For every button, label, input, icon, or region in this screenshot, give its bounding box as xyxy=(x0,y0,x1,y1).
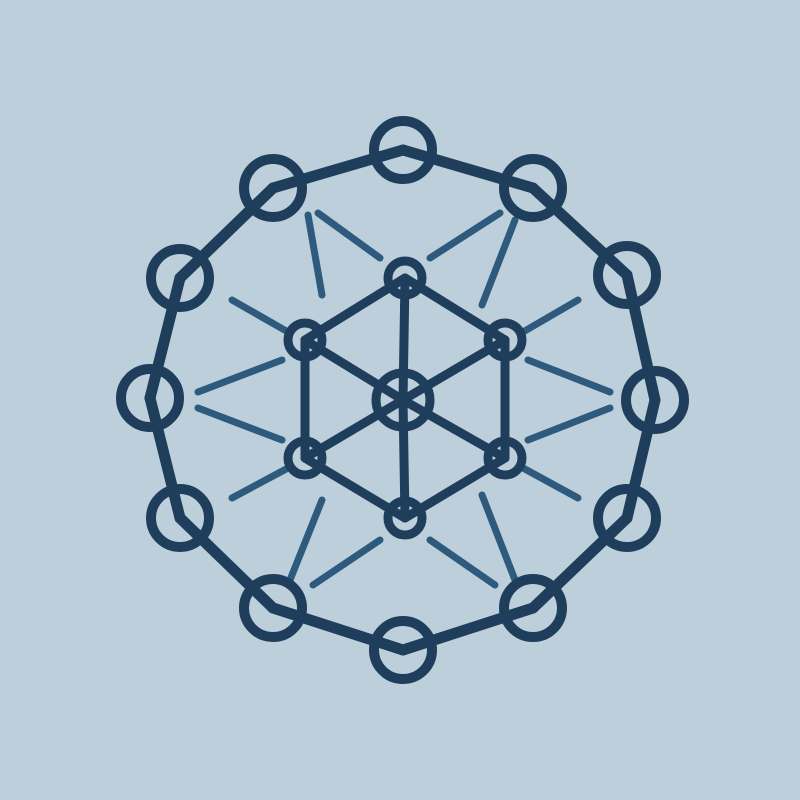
spoke-edge-0 xyxy=(304,211,326,299)
spoke-edge-12 xyxy=(286,496,326,584)
outer-node-o5 xyxy=(499,574,567,642)
spoke-edge-4 xyxy=(228,296,292,336)
spoke-edge-1 xyxy=(314,209,384,262)
ring-edge-o10-o11 xyxy=(174,182,279,284)
outer-node-o7 xyxy=(239,574,307,642)
ring-edge-o1-o2 xyxy=(527,182,633,281)
ring-edge-o11-o0 xyxy=(267,144,409,194)
spoke-layer xyxy=(194,209,614,589)
outer-node-o8 xyxy=(146,484,214,552)
spoke-edge-5 xyxy=(519,296,582,336)
spoke-edge-13 xyxy=(309,536,384,589)
spoke-edge-10 xyxy=(228,464,292,502)
outer-node-o9 xyxy=(116,364,184,432)
outer-node-o4 xyxy=(593,484,661,552)
inner-node-h6 xyxy=(283,318,327,362)
ring-edge-o3-o4 xyxy=(621,394,661,524)
outer-node-o1 xyxy=(499,154,567,222)
outer-node-o2 xyxy=(593,241,661,309)
spoke-edge-6 xyxy=(194,356,286,396)
ring-edge-o7-o8 xyxy=(174,512,279,614)
ring-edge-o8-o9 xyxy=(144,392,186,524)
spoke-edge-8 xyxy=(524,356,614,396)
inner-node-h3 xyxy=(483,436,527,480)
spoke-edge-7 xyxy=(194,404,286,444)
ring-edge-o4-o5 xyxy=(527,512,633,614)
edge-layer xyxy=(144,144,661,656)
outer-node-o6 xyxy=(369,616,437,684)
ring-edge-o0-o1 xyxy=(397,144,539,194)
node-layer xyxy=(116,116,689,684)
ring-edge-o9-o10 xyxy=(144,272,186,404)
spoke-edge-11 xyxy=(519,464,582,502)
outer-node-o10 xyxy=(146,244,214,312)
inner-node-h4 xyxy=(383,496,427,540)
spoke-edge-2 xyxy=(426,209,504,262)
ring-edge-o6-o7 xyxy=(267,602,409,656)
ring-edge-o5-o6 xyxy=(397,602,539,656)
spoke-edge-15 xyxy=(478,491,519,584)
spoke-edge-14 xyxy=(426,536,499,589)
inner-node-h5 xyxy=(283,436,327,480)
outer-node-o11 xyxy=(239,154,307,222)
ring-edge-o2-o3 xyxy=(621,269,661,406)
inner-node-h2 xyxy=(483,318,527,362)
outer-node-o3 xyxy=(621,366,689,434)
outer-node-o0 xyxy=(369,116,437,184)
center-node-c xyxy=(371,368,435,432)
inner-node-h1 xyxy=(383,256,427,300)
spoke-edge-9 xyxy=(524,404,614,444)
spoke-edge-3 xyxy=(478,216,519,309)
